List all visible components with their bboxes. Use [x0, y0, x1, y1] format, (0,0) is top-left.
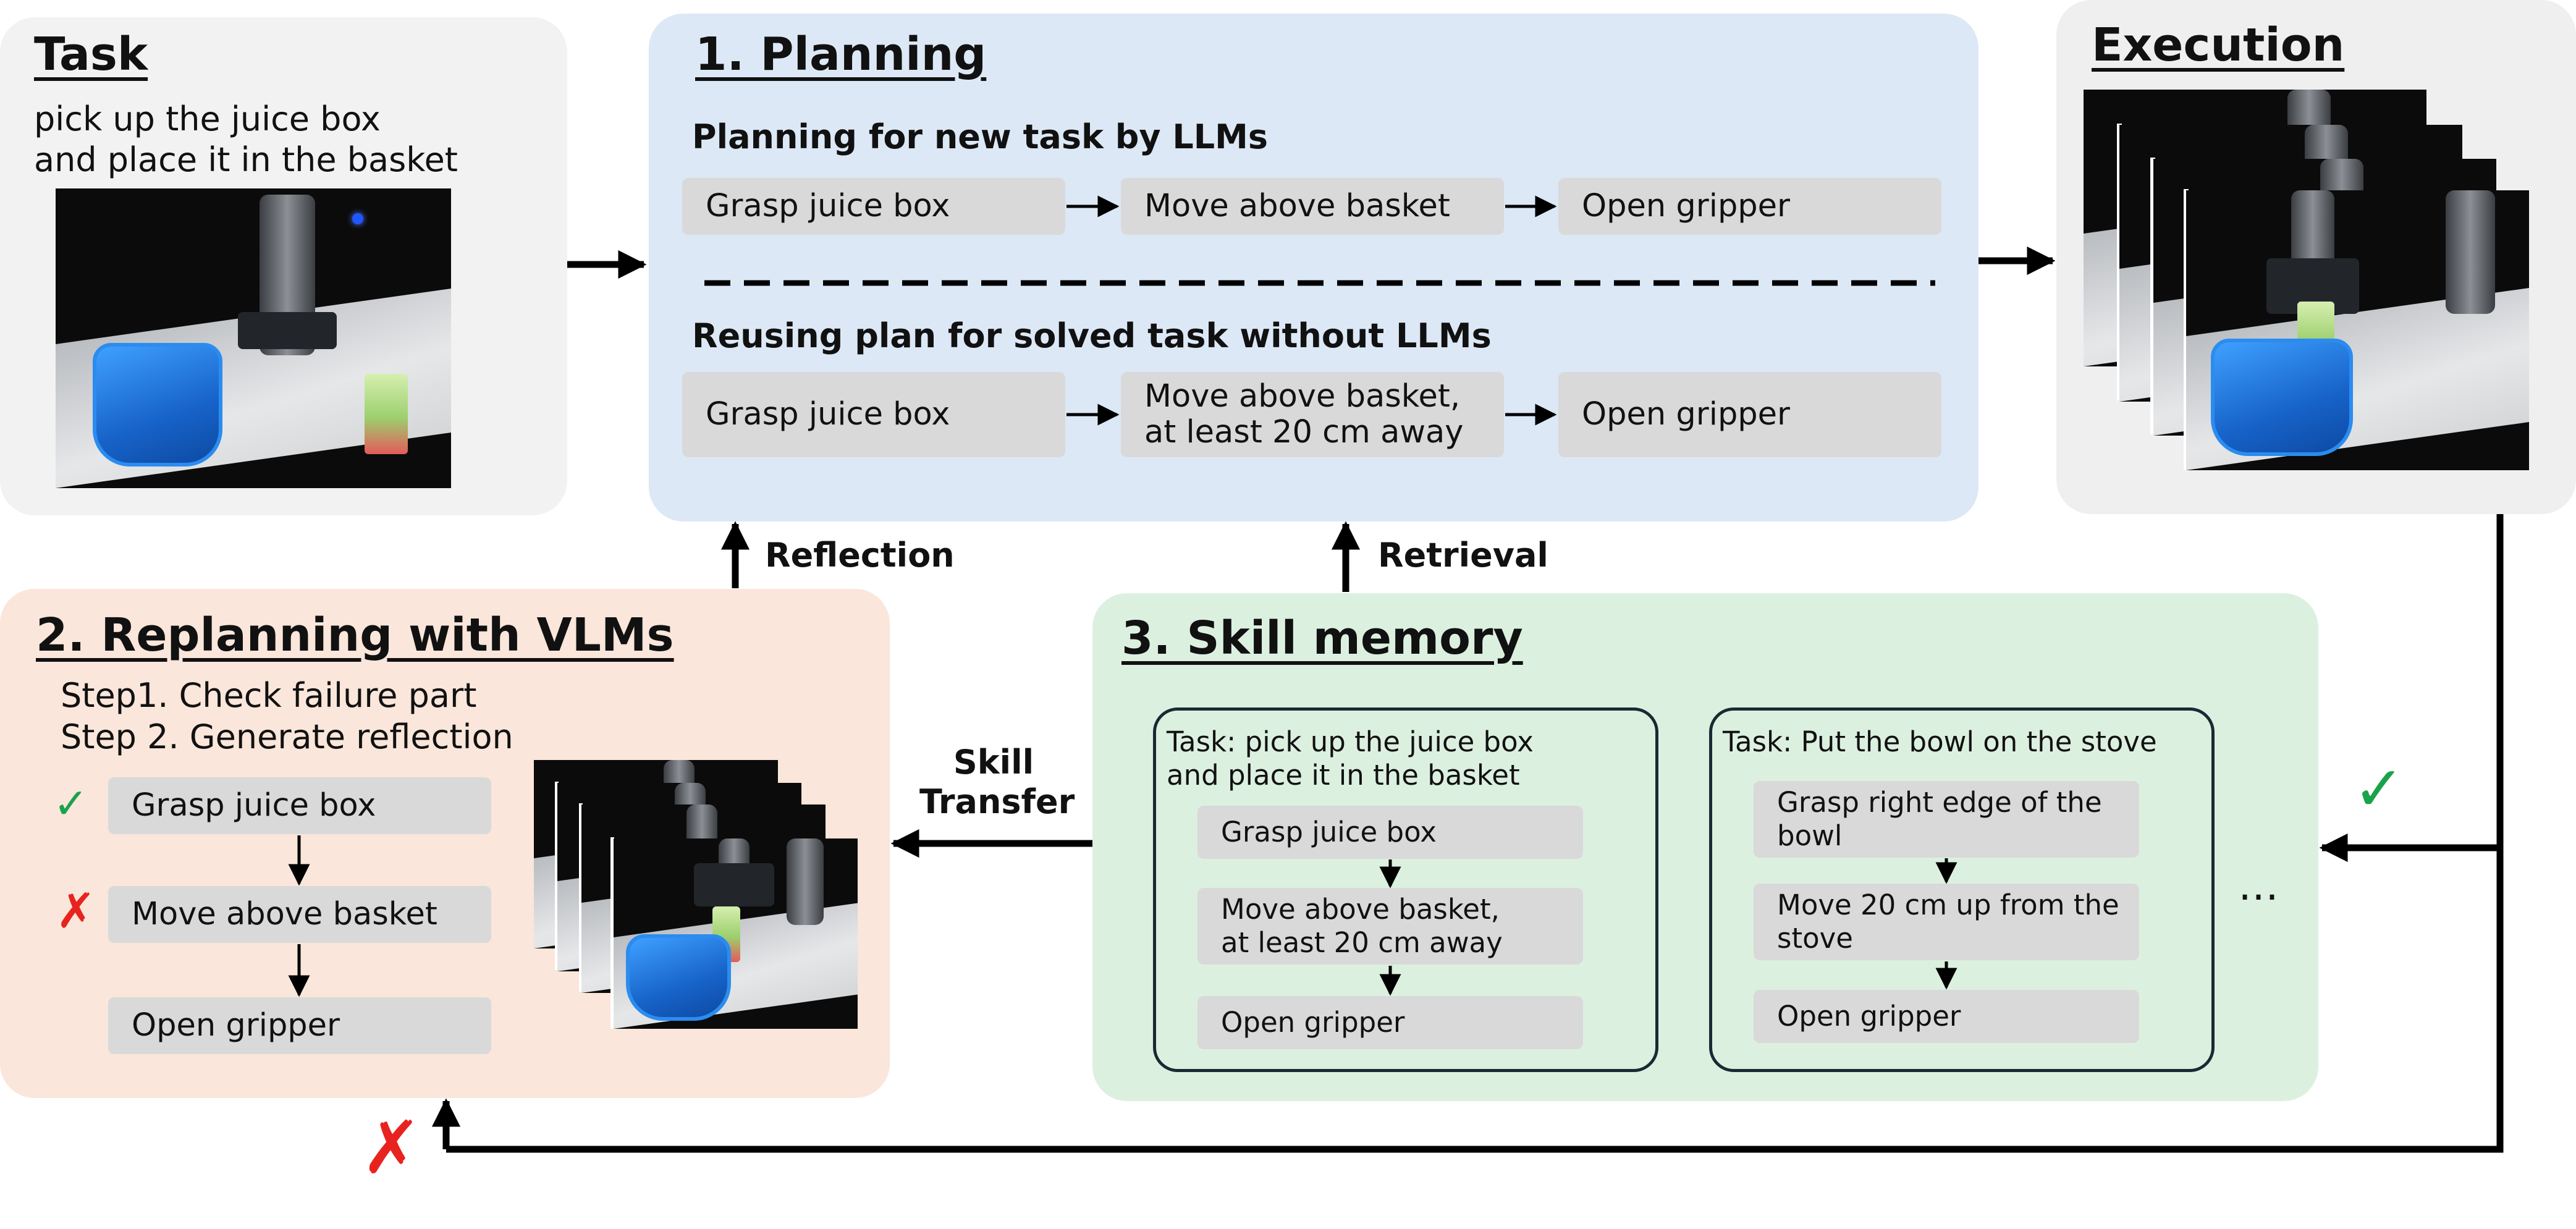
memory-ellipsis: …	[2238, 862, 2279, 910]
replan-step-move: Move above basket	[108, 886, 491, 943]
memory-card-juice-task: Task: pick up the juice box and place it…	[1167, 725, 1534, 792]
execution-frame-4	[2186, 190, 2529, 470]
task-title: Task	[34, 28, 148, 81]
memory-bowl-step-move: Move 20 cm up from the stove	[1754, 884, 2139, 960]
reuse-step-move: Move above basket, at least 20 cm away	[1121, 372, 1504, 457]
memory-card-bowl	[1709, 707, 2215, 1072]
execution-title: Execution	[2092, 19, 2345, 72]
check-icon: ✓	[53, 780, 88, 829]
reuse-step-grasp: Grasp juice box	[682, 372, 1065, 457]
replanning-step1: Step1. Check failure part	[61, 676, 477, 715]
replanning-step2: Step 2. Generate reflection	[61, 717, 513, 756]
task-description: pick up the juice box and place it in th…	[34, 99, 458, 179]
task-scene-image	[56, 188, 451, 488]
replanning-title: 2. Replanning with VLMs	[36, 609, 674, 662]
memory-bowl-step-open: Open gripper	[1754, 990, 2139, 1043]
memory-bowl-step-grasp: Grasp right edge of the bowl	[1754, 781, 2139, 858]
skill-transfer-label: Skill Transfer	[919, 743, 1075, 821]
plan-step-open: Open gripper	[1558, 178, 1941, 235]
retrieval-label: Retrieval	[1378, 536, 1548, 575]
memory-card-juice	[1153, 707, 1658, 1072]
reflection-label: Reflection	[765, 536, 955, 575]
planning-title: 1. Planning	[695, 28, 987, 81]
success-check-icon: ✓	[2353, 753, 2405, 825]
replan-step-open: Open gripper	[108, 997, 491, 1054]
replan-step-grasp: Grasp juice box	[108, 777, 491, 834]
cross-icon: ✗	[56, 884, 96, 939]
memory-card-bowl-task: Task: Put the bowl on the stove	[1723, 725, 2157, 758]
execution-down-line	[446, 514, 2504, 1153]
replan-frame-4	[614, 838, 858, 1029]
plan-step-move: Move above basket	[1121, 178, 1504, 235]
planning-new-heading: Planning for new task by LLMs	[692, 117, 1269, 156]
skill-memory-title: 3. Skill memory	[1121, 612, 1523, 665]
memory-juice-step-open: Open gripper	[1197, 996, 1583, 1049]
reuse-step-open: Open gripper	[1558, 372, 1941, 457]
memory-juice-step-move: Move above basket, at least 20 cm away	[1197, 888, 1583, 965]
plan-step-grasp: Grasp juice box	[682, 178, 1065, 235]
failure-cross-icon: ✗	[361, 1105, 422, 1190]
memory-juice-step-grasp: Grasp juice box	[1197, 806, 1583, 859]
planning-reuse-heading: Reusing plan for solved task without LLM…	[692, 316, 1492, 355]
